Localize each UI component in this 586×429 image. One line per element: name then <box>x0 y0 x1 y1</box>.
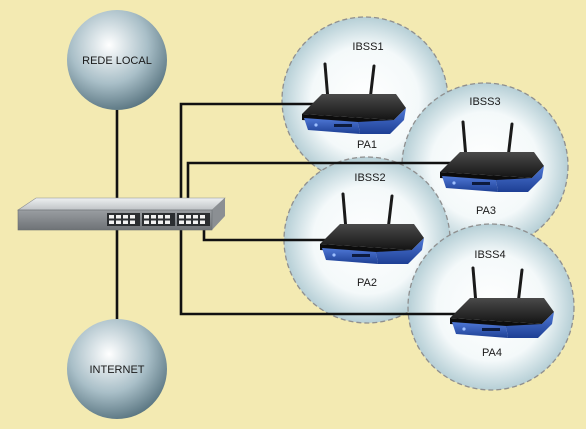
cable-pa4 <box>179 226 462 316</box>
internet-node: INTERNET <box>67 319 167 419</box>
local-network-node: REDE LOCAL <box>67 10 167 110</box>
internet-label: INTERNET <box>90 364 145 376</box>
pa4-label: PA4 <box>482 347 502 359</box>
pa3-label: PA3 <box>476 205 496 217</box>
ibss4-label: IBSS4 <box>474 249 505 261</box>
pa2-label: PA2 <box>357 277 377 289</box>
cable-pa2 <box>202 226 330 242</box>
globe-node-icon <box>67 10 167 110</box>
cables <box>115 102 462 320</box>
switch-icon <box>17 197 226 211</box>
ibss3-label: IBSS3 <box>469 96 500 108</box>
ibss2-label: IBSS2 <box>354 172 385 184</box>
switch <box>17 197 226 231</box>
pa1-label: PA1 <box>357 139 377 151</box>
cable-pa3 <box>186 161 456 214</box>
cable-pa1 <box>179 102 318 214</box>
globe-node-icon <box>67 319 167 419</box>
local-network-label: REDE LOCAL <box>82 55 152 67</box>
ibss1-label: IBSS1 <box>352 41 383 53</box>
cell-labels: IBSS1 PA1 IBSS3 PA3 IBSS2 PA2 IBSS4 PA4 <box>352 41 505 359</box>
